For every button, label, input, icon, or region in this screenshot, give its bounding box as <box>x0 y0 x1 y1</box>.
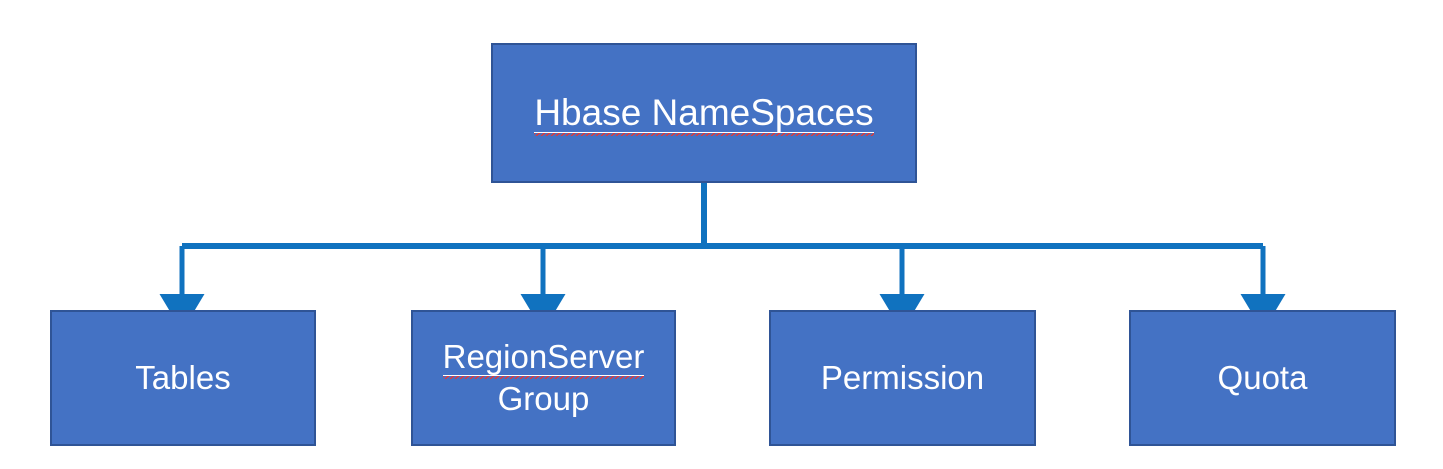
node-hbase-namespaces[interactable]: Hbase NameSpaces <box>491 43 917 183</box>
node-label-quota: Quota <box>1217 358 1308 396</box>
node-label-tables: Tables <box>135 358 231 396</box>
node-tables[interactable]: Tables <box>50 310 316 446</box>
spellcheck-underline: Hbase NameSpaces <box>534 89 875 137</box>
node-permission[interactable]: Permission <box>769 310 1036 446</box>
node-label-hbase-namespaces: Hbase NameSpaces <box>493 89 915 137</box>
node-quota[interactable]: Quota <box>1129 310 1396 446</box>
spellcheck-underline: RegionServer <box>442 337 645 379</box>
node-label-permission: Permission <box>820 358 985 396</box>
node-label-regionserver-group-line2: Group <box>497 379 590 417</box>
